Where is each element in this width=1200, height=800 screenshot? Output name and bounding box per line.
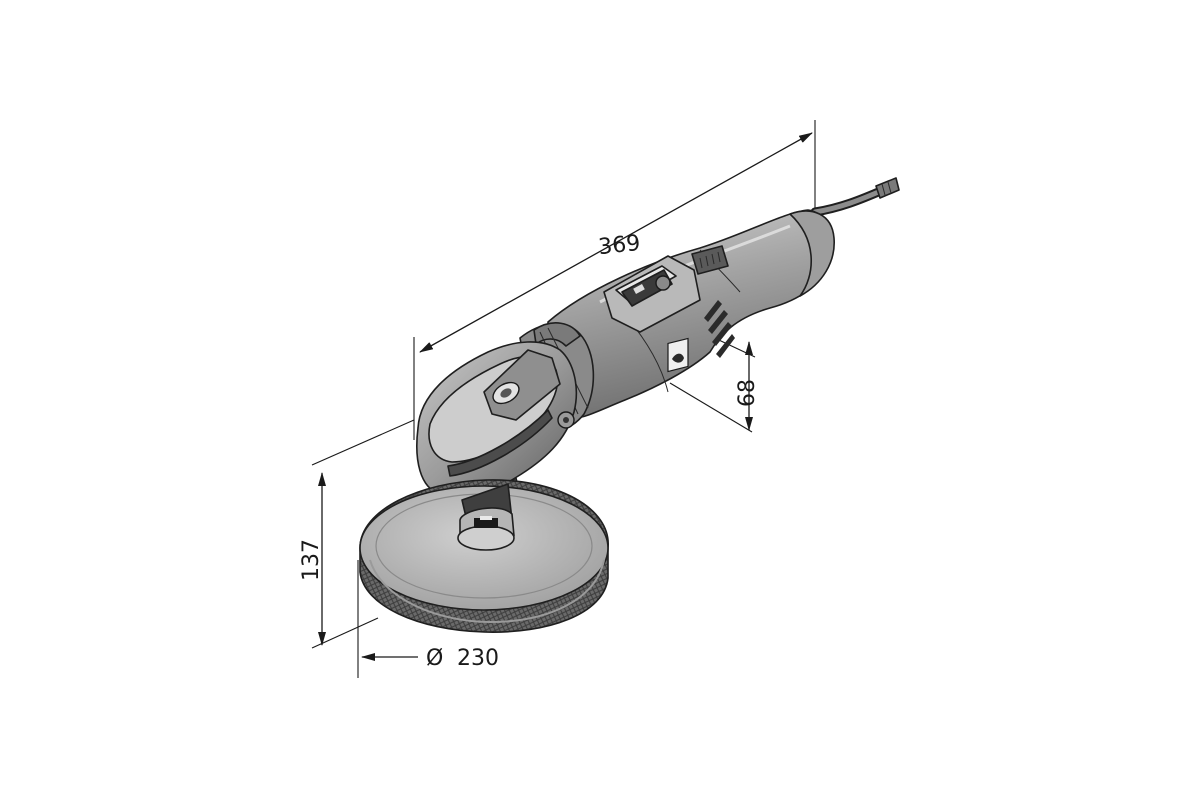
- dimension-pad-diameter-label: 230: [457, 646, 499, 671]
- gear-head: [416, 341, 578, 515]
- spindle: [457, 483, 515, 551]
- dimension-total-height-label: 137: [299, 539, 324, 581]
- dimension-total-height: 137: [299, 472, 326, 646]
- dimension-length-label: 369: [597, 231, 641, 260]
- dimension-head-height-label: 68: [735, 379, 760, 407]
- diameter-symbol: Ø: [426, 646, 443, 671]
- dimension-pad-diameter: Ø 230: [361, 646, 499, 671]
- brand-logo-icon: [667, 337, 689, 373]
- dimension-head-height: 68: [735, 341, 760, 431]
- backing-pad: [359, 479, 609, 633]
- power-cord: [810, 177, 900, 217]
- dimension-length: 369: [419, 132, 813, 353]
